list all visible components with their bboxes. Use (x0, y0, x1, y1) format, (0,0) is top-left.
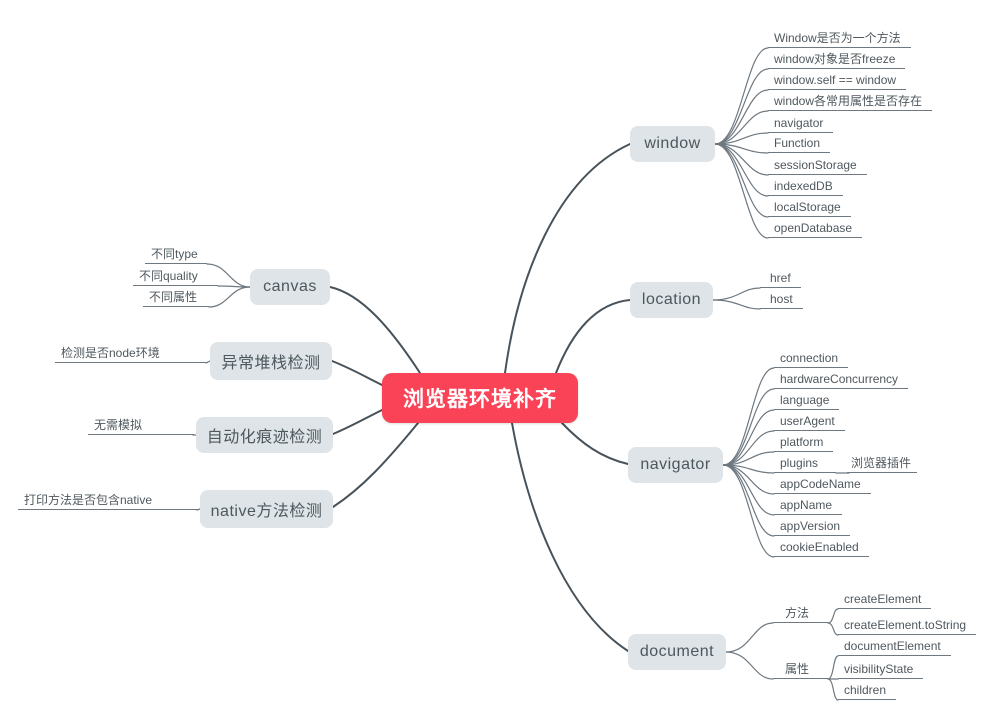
leaf-nav-language[interactable]: language (774, 392, 840, 410)
leaf-print-contains-native[interactable]: 打印方法是否包含native (18, 492, 198, 510)
leaf-nav-appname[interactable]: appName (774, 497, 843, 515)
topic-exception-stack-detection[interactable]: 异常堆栈检测 (210, 342, 332, 380)
leaf-canvas-different-type[interactable]: 不同type (145, 246, 207, 264)
leaf-doc-methods[interactable]: 方法 (773, 605, 828, 623)
leaf-window-common-props[interactable]: window各常用属性是否存在 (768, 93, 933, 111)
root-topic[interactable]: 浏览器环境补齐 (382, 373, 578, 423)
topic-document[interactable]: document (628, 634, 726, 670)
leaf-canvas-different-quality[interactable]: 不同quality (133, 268, 218, 286)
leaf-nav-hardwareconcurrency[interactable]: hardwareConcurrency (774, 371, 909, 389)
leaf-nav-appversion[interactable]: appVersion (774, 518, 851, 536)
leaf-location-href[interactable]: href (760, 270, 801, 288)
leaf-canvas-different-attrs[interactable]: 不同属性 (143, 289, 209, 307)
leaf-window-indexeddb[interactable]: indexedDB (768, 178, 843, 196)
leaf-nav-plugins[interactable]: plugins (774, 455, 836, 473)
topic-navigator[interactable]: navigator (628, 447, 723, 483)
leaf-detect-node-env[interactable]: 检测是否node环境 (55, 345, 208, 363)
leaf-doc-visibilitystate[interactable]: visibilityState (838, 661, 924, 679)
sub-branches (192, 47, 850, 701)
leaf-window-sessionstorage[interactable]: sessionStorage (768, 157, 867, 175)
leaf-nav-plugins-browser-plugin[interactable]: 浏览器插件 (847, 455, 917, 473)
leaf-nav-appcodename[interactable]: appCodeName (774, 476, 871, 494)
leaf-window-localstorage[interactable]: localStorage (768, 199, 851, 217)
topic-canvas[interactable]: canvas (250, 269, 330, 305)
leaf-doc-createelement[interactable]: createElement (838, 591, 932, 609)
leaf-nav-cookieenabled[interactable]: cookieEnabled (774, 539, 869, 557)
leaf-nav-connection[interactable]: connection (774, 350, 849, 368)
leaf-doc-children[interactable]: children (838, 682, 897, 700)
leaf-window-is-function[interactable]: Window是否为一个方法 (768, 30, 911, 48)
topic-window[interactable]: window (630, 126, 715, 162)
main-branches (329, 143, 631, 652)
leaf-nav-useragent[interactable]: userAgent (774, 413, 845, 431)
leaf-window-navigator[interactable]: navigator (768, 115, 834, 133)
leaf-window-object-freeze[interactable]: window对象是否freeze (768, 51, 906, 69)
leaf-doc-properties[interactable]: 属性 (773, 661, 828, 679)
leaf-nav-platform[interactable]: platform (774, 434, 834, 452)
leaf-window-self-eq-window[interactable]: window.self == window (768, 72, 907, 90)
leaf-doc-createelement-tostring[interactable]: createElement.toString (838, 617, 977, 635)
topic-location[interactable]: location (630, 282, 713, 318)
leaf-doc-documentelement[interactable]: documentElement (838, 638, 951, 656)
leaf-window-function[interactable]: Function (768, 135, 831, 153)
leaf-no-simulation-needed[interactable]: 无需模拟 (88, 417, 194, 435)
leaf-location-host[interactable]: host (760, 291, 803, 309)
leaf-window-opendatabase[interactable]: openDatabase (768, 220, 863, 238)
topic-native-method-detection[interactable]: native方法检测 (200, 490, 333, 528)
topic-automation-trace-detection[interactable]: 自动化痕迹检测 (196, 417, 333, 453)
